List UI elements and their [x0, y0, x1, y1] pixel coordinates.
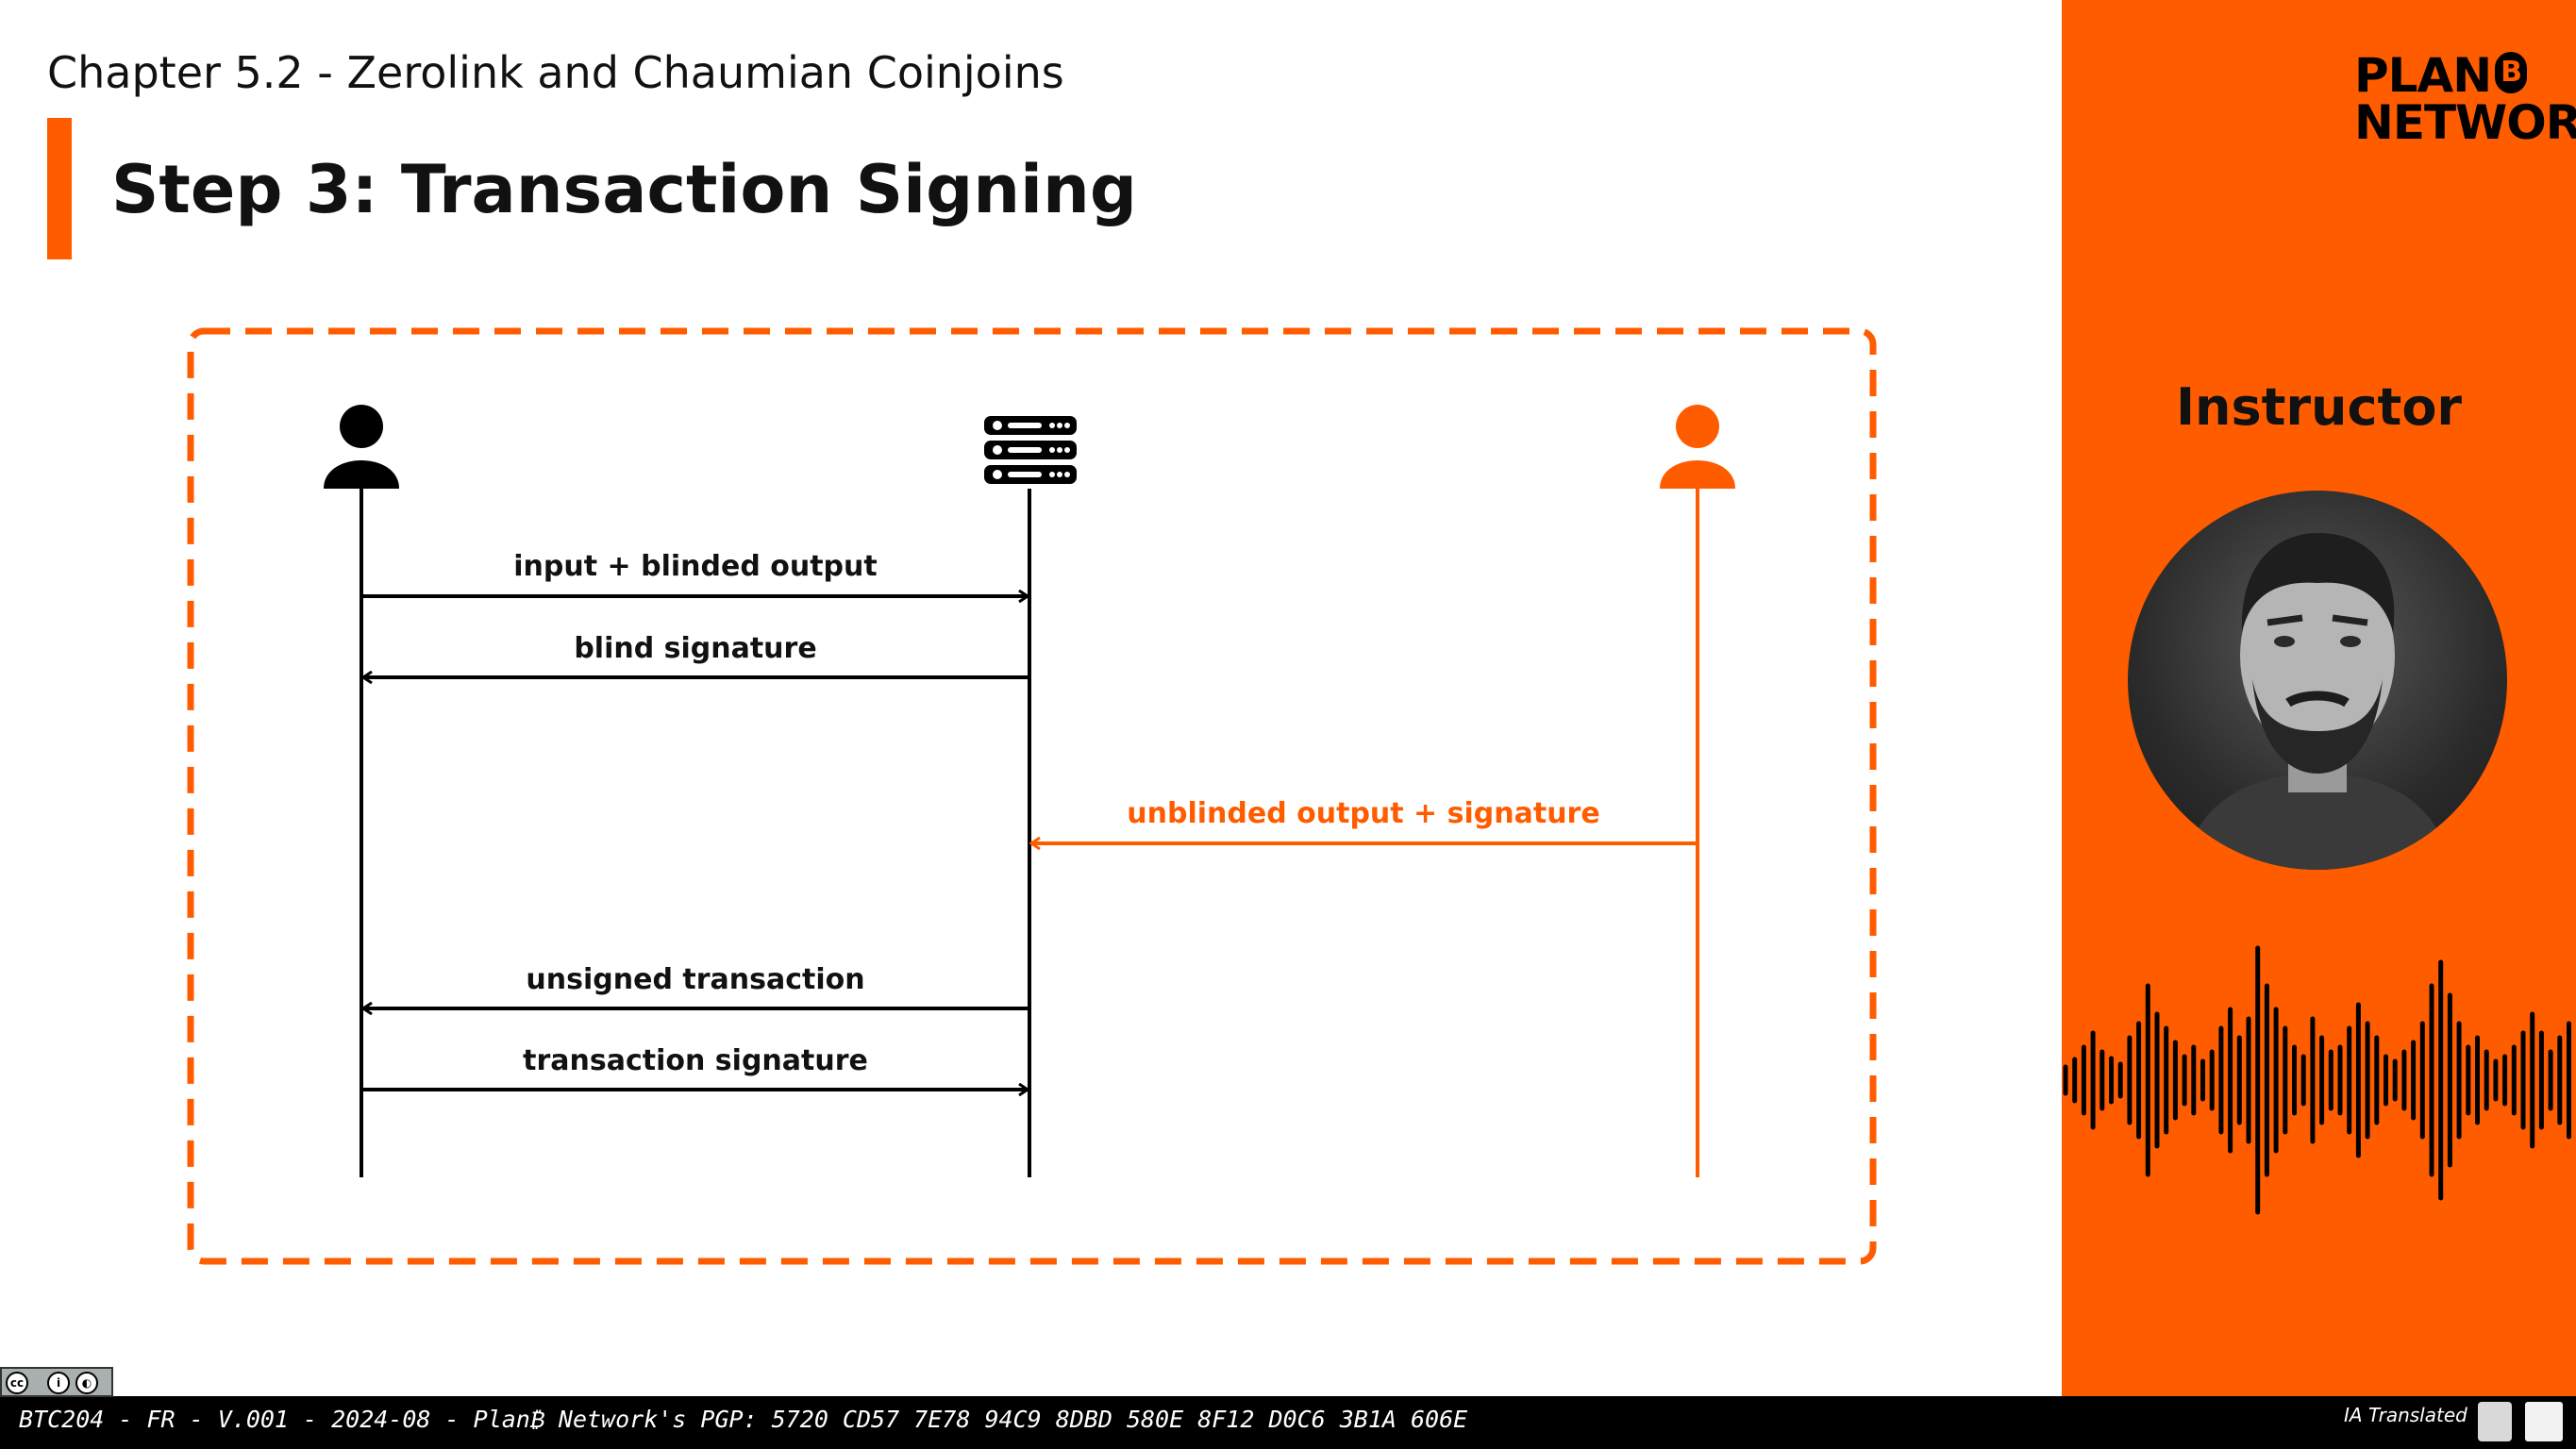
openai-logo-icon — [2478, 1402, 2512, 1441]
message-label: blind signature — [574, 632, 816, 665]
message-label: transaction signature — [523, 1044, 868, 1077]
footer-pgp-text: BTC204 - FR - V.001 - 2024-08 - Plan₿ Ne… — [19, 1406, 1468, 1433]
message-unblinded-output-signature: unblinded output + signature — [1031, 797, 1696, 843]
message-label: input + blinded output — [513, 550, 877, 583]
bitcoin-b-icon: B — [2495, 52, 2528, 93]
page-title: Step 3: Transaction Signing — [111, 151, 1137, 228]
message-blind-signature: blind signature — [363, 632, 1028, 677]
message-unsigned-transaction: unsigned transaction — [363, 963, 1028, 1008]
message-input-blinded-output: input + blinded output — [363, 550, 1028, 596]
translator-logo-icon — [2525, 1402, 2563, 1441]
sequence-diagram: input + blinded output blind signature u… — [187, 327, 1877, 1265]
instructor-label: Instructor — [2175, 377, 2463, 437]
avatar — [2128, 491, 2507, 870]
logo-text-plan: PLAN — [2354, 48, 2492, 103]
user-icon — [1660, 405, 1735, 489]
chapter-title: Chapter 5.2 - Zerolink and Chaumian Coin… — [47, 47, 1064, 98]
message-label: unsigned transaction — [526, 963, 864, 996]
message-label: unblinded output + signature — [1127, 797, 1599, 830]
cc-icon: cc — [6, 1372, 28, 1394]
ia-translated-label: IA Translated — [2344, 1404, 2467, 1426]
by-icon: i — [47, 1372, 70, 1394]
message-transaction-signature: transaction signature — [363, 1044, 1028, 1090]
sa-icon: ◐ — [75, 1372, 98, 1394]
user-icon — [324, 405, 399, 489]
audio-waveform — [2063, 945, 2571, 1215]
footer-bar — [0, 1396, 2576, 1449]
logo-text-network: NETWORK — [2354, 95, 2576, 150]
instructor-photo-icon — [2184, 533, 2451, 870]
cc-license-badge[interactable]: cc i ◐ — [0, 1367, 113, 1397]
title-accent-bar — [47, 118, 72, 259]
server-icon — [984, 416, 1077, 484]
diagram-frame — [187, 327, 1877, 1265]
